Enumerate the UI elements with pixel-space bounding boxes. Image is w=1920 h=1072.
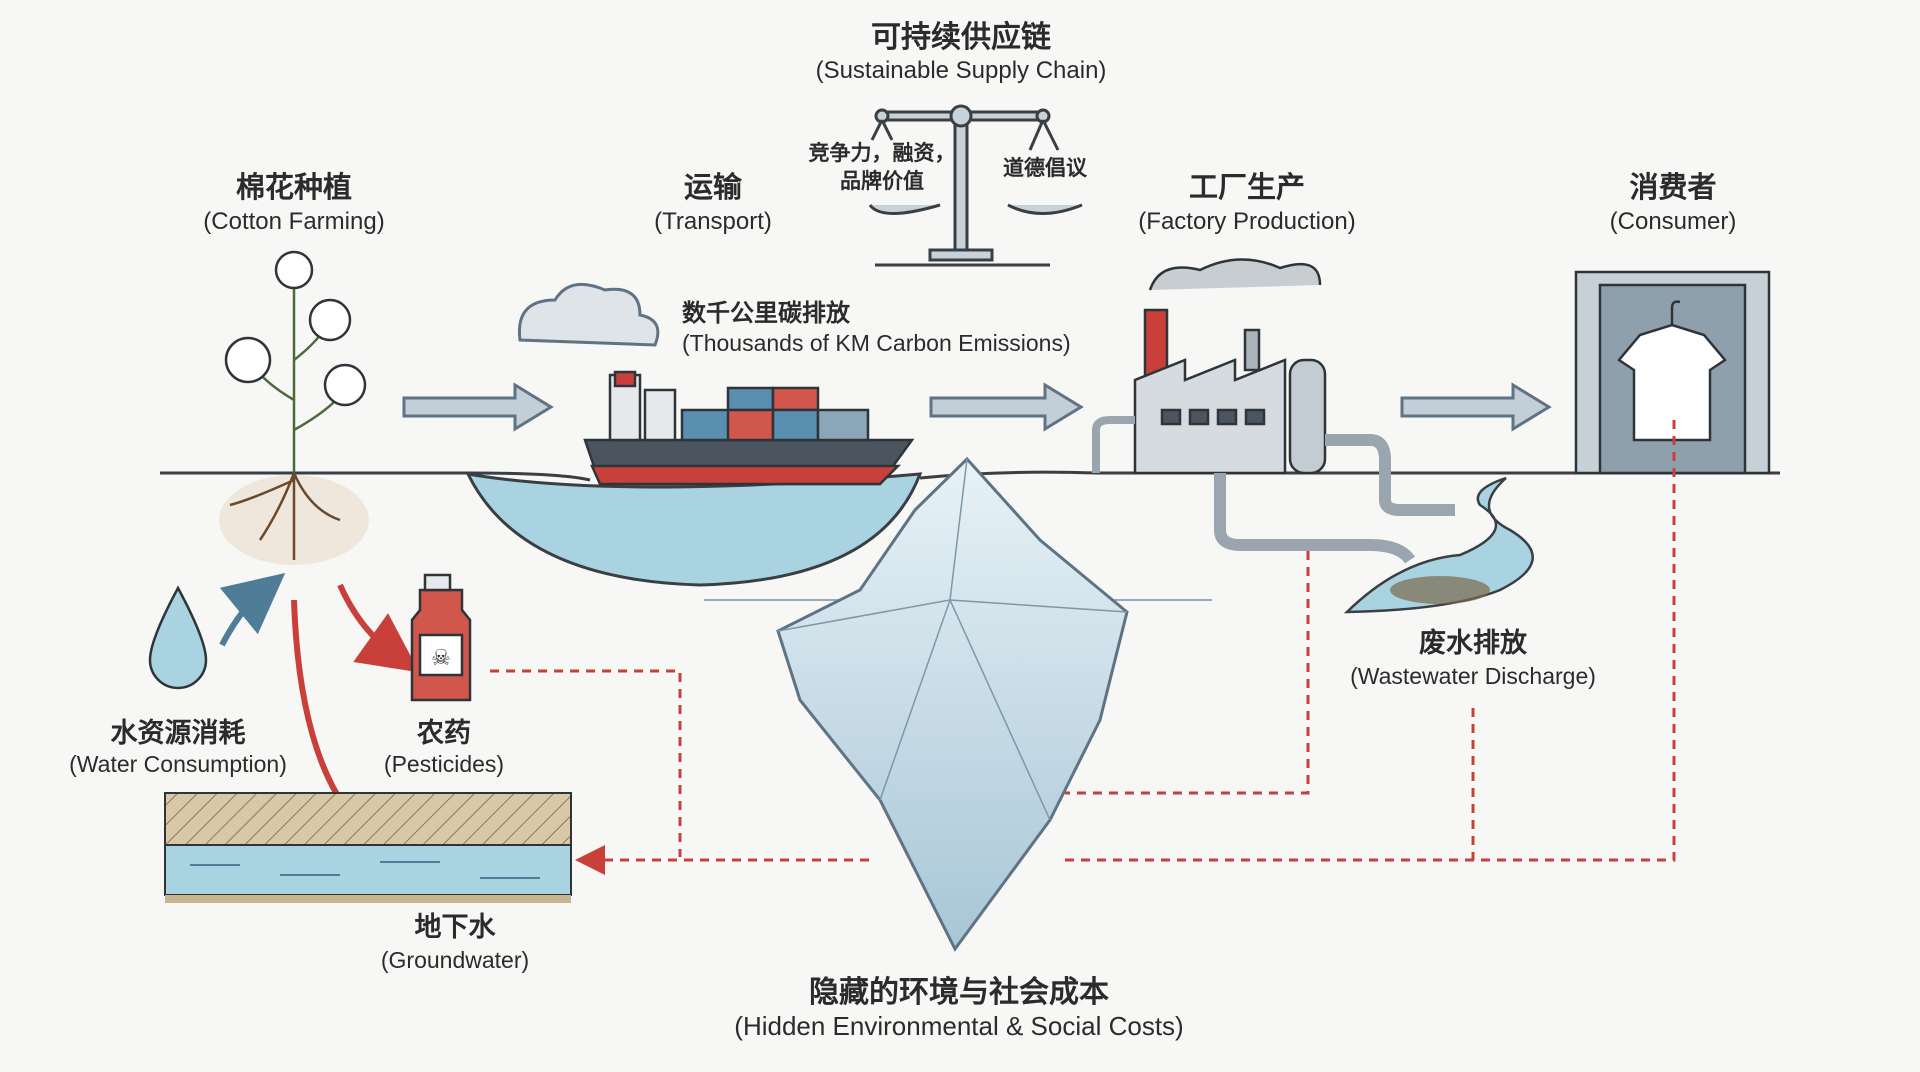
factory-icon [1092,258,1327,475]
discharge-pipe [1214,473,1415,564]
svg-text:☠: ☠ [431,645,451,670]
wastewater-en: (Wastewater Discharge) [1350,663,1596,689]
hidden-costs-en: (Hidden Environmental & Social Costs) [734,1011,1183,1041]
pesticides-zh: 农药 [416,718,471,749]
stage-transport-en: (Transport) [654,208,772,235]
flow-arrow-icon [402,382,1552,432]
stage-consumer-en: (Consumer) [1610,208,1737,235]
title-zh: 可持续供应链 [871,20,1051,55]
groundwater-layer [164,792,572,903]
water-zh: 水资源消耗 [111,718,246,749]
river-icon [1343,476,1534,614]
title-en: (Sustainable Supply Chain) [816,57,1107,84]
pesticide-arrow [337,583,420,673]
ground-line [160,470,1780,482]
carbon-en: (Thousands of KM Carbon Emissions) [682,330,1071,356]
water-drop-icon [148,585,208,690]
emission-cloud-icon [517,282,660,347]
tshirt-icon [1617,323,1727,442]
scale-right-label: 道德倡议 [1003,156,1088,180]
stage-factory-en: (Factory Production) [1138,208,1355,235]
stage-cotton-en: (Cotton Farming) [203,208,384,235]
hidden-cost-lines [490,416,1676,875]
stage-consumer-zh: 消费者 [1629,170,1716,204]
hidden-costs-zh: 隐藏的环境与社会成本 [809,975,1109,1010]
cotton-plant-icon [219,250,369,565]
stage-cotton-zh: 棉花种植 [236,170,352,204]
scale-left-line1: 竞争力，融资， [809,141,956,165]
stage-transport-zh: 运输 [684,170,743,204]
water-en: (Water Consumption) [69,751,287,777]
carbon-zh: 数千公里碳排放 [682,299,851,327]
wastewater-zh: 废水排放 [1419,627,1528,659]
cargo-ship-icon [583,370,915,486]
iceberg-icon [776,456,1129,952]
scale-left-line2: 品牌价值 [840,169,924,193]
water-uptake-arrow [219,572,286,647]
sea-icon [465,472,923,587]
pesticide-bottle-icon: ☠ [410,573,472,702]
balance-scale-icon [868,104,1083,267]
stage-factory-zh: 工厂生产 [1189,170,1305,204]
pesticides-en: (Pesticides) [384,751,504,777]
groundwater-en: (Groundwater) [381,947,529,973]
groundwater-zh: 地下水 [415,912,497,943]
